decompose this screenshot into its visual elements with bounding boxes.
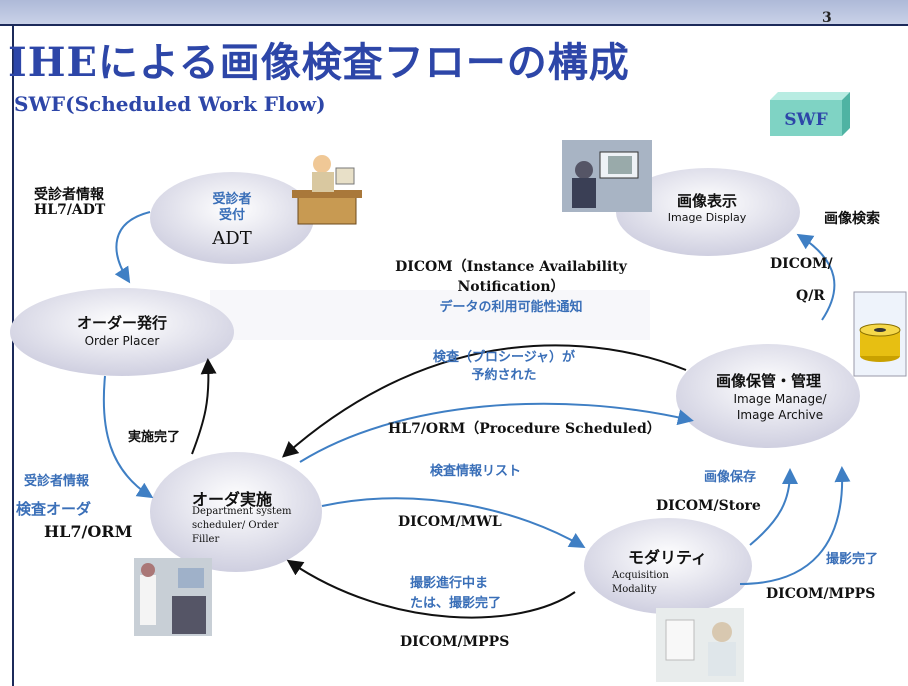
proc-scheduled-jp-2: 予約された xyxy=(471,368,537,383)
image-display-ellipse xyxy=(616,168,800,256)
store-jp: 画像保存 xyxy=(704,470,757,485)
image-display-label-en: Image Display xyxy=(667,211,747,224)
worklist-jp: 検査情報リスト xyxy=(430,464,522,479)
order-filler-label-en-3: Filler xyxy=(192,534,220,545)
adt-label-en: ADT xyxy=(212,228,252,249)
order-filler-ellipse xyxy=(150,452,322,572)
qr-label-2: Q/R xyxy=(796,288,825,304)
image-display-label-jp: 画像表示 xyxy=(676,192,737,210)
patient-info-adt-en: HL7/ADT xyxy=(34,202,106,218)
arrow-placer-to-filler xyxy=(102,375,154,499)
image-search-label: 画像検索 xyxy=(824,211,880,227)
store-en: DICOM/Store xyxy=(656,498,761,514)
patient-info-adt-jp: 受診者情報 xyxy=(34,187,104,203)
modality-ellipse xyxy=(584,518,752,614)
modality-label-jp: モダリティ xyxy=(628,548,708,567)
exam-order-en: HL7/ORM xyxy=(44,522,133,541)
order-placer-ellipse xyxy=(10,288,234,376)
arrow-store xyxy=(749,468,798,546)
mpps-bottom-label: DICOM/MPPS xyxy=(400,634,510,650)
ian-label-1: DICOM（Instance Availability xyxy=(395,259,627,275)
order-filler-label-en-1: Department system xyxy=(192,506,292,517)
image-manager-label-en-2: Image Archive xyxy=(736,408,824,422)
reception-desk-icon xyxy=(292,155,362,225)
adt-ellipse xyxy=(150,172,314,264)
staff-photo xyxy=(134,558,212,636)
order-filler-label-en-2: scheduler/ Order xyxy=(192,520,279,531)
proc-scheduled-en: HL7/ORM（Procedure Scheduled） xyxy=(388,421,661,437)
slide-left-border xyxy=(12,24,14,686)
badge-label: SWF xyxy=(784,110,827,130)
patient-info-orm-jp: 受診者情報 xyxy=(24,474,90,489)
worklist-en: DICOM/MWL xyxy=(398,514,502,530)
ian-label-jp: データの利用可能性通知 xyxy=(439,300,583,315)
in-progress-jp-1: 撮影進行中ま xyxy=(410,576,489,591)
arrow-adt-to-placer xyxy=(114,211,151,284)
page-title: IHEによる画像検査フローの構成 xyxy=(8,39,630,86)
acq-complete-jp: 撮影完了 xyxy=(826,552,879,567)
server-database-icon xyxy=(853,291,907,377)
arrow-mpps-to-filler xyxy=(286,559,576,619)
qr-label-1: DICOM/ xyxy=(770,256,833,272)
exam-order-jp: 検査オーダ xyxy=(16,500,92,518)
arrow-ian xyxy=(282,344,687,458)
adt-label-jp-1: 受診者 xyxy=(212,192,252,207)
adt-label-jp-2: 受付 xyxy=(218,208,245,223)
workstation-photo xyxy=(562,140,652,212)
arrow-exec-complete xyxy=(191,358,217,455)
ian-label-2: Notification） xyxy=(457,279,565,295)
image-manager-label-jp: 画像保管・管理 xyxy=(716,372,822,390)
modality-label-en-2: Modality xyxy=(612,584,657,595)
arrow-mpps-to-manager xyxy=(739,466,851,585)
mpps-right-label: DICOM/MPPS xyxy=(766,586,876,602)
proc-scheduled-jp-1: 検査（プロシージャ）が xyxy=(432,350,576,365)
page-number: 3 xyxy=(822,10,832,26)
image-manager-label-en-1: Image Manage/ xyxy=(733,392,827,406)
slide-top-bar xyxy=(0,0,908,26)
in-progress-jp-2: たは、撮影完了 xyxy=(410,596,502,611)
image-manager-ellipse xyxy=(676,344,860,448)
modality-photo xyxy=(656,608,744,682)
order-filler-label-jp: オーダ実施 xyxy=(192,490,273,509)
order-placer-label-jp: オーダー発行 xyxy=(76,314,167,332)
watermark-band xyxy=(210,290,650,340)
arrow-proc-scheduled xyxy=(299,402,694,463)
swf-badge: SWF xyxy=(770,92,850,136)
modality-label-en-1: Acquisition xyxy=(612,570,669,581)
order-placer-label-en: Order Placer xyxy=(84,334,160,348)
arrow-query-retrieve xyxy=(796,233,836,321)
page-subtitle: SWF(Scheduled Work Flow) xyxy=(14,92,326,116)
exec-complete-label: 実施完了 xyxy=(128,430,181,445)
arrow-worklist xyxy=(321,497,586,549)
